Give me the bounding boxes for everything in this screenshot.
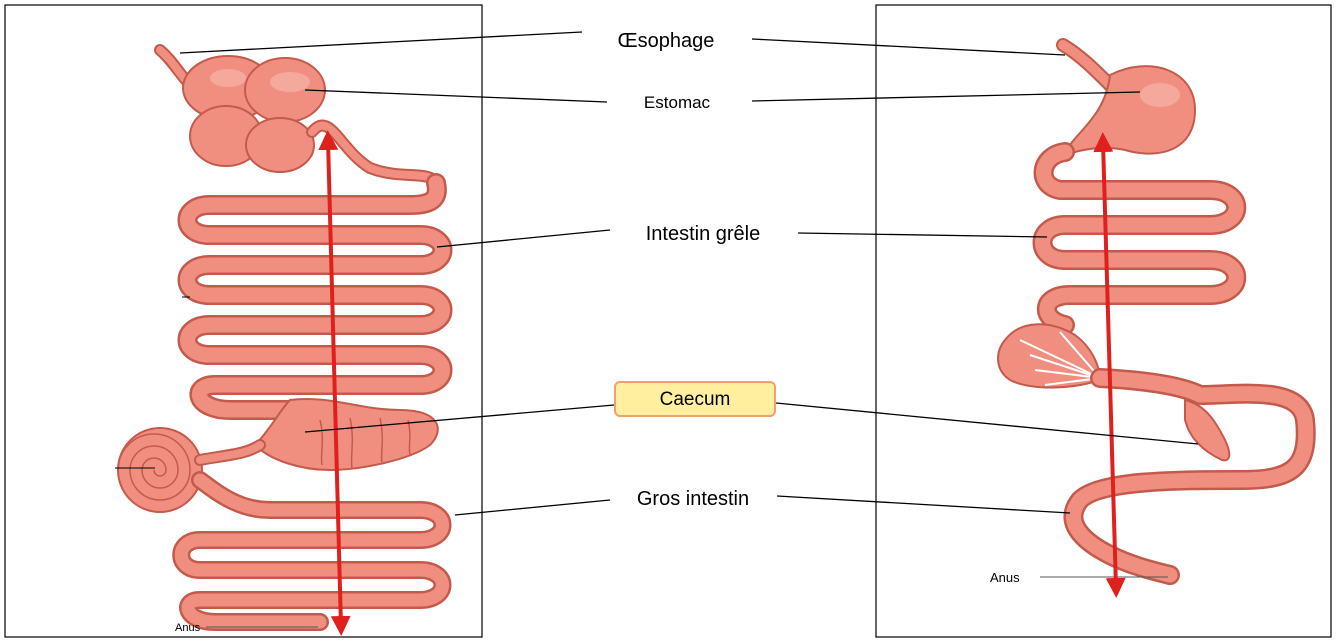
caecum-highlight-box: Caecum — [615, 382, 775, 416]
anus-label-right: Anus — [990, 570, 1020, 585]
label-gros-intestin: Gros intestin — [637, 488, 749, 510]
label-estomac: Estomac — [644, 93, 711, 112]
left-stomach — [183, 56, 325, 172]
anus-label-left: Anus — [175, 622, 201, 634]
label-intestin-grele: Intestin grêle — [646, 223, 761, 245]
label-oesophage: Œsophage — [618, 30, 715, 52]
label-caecum: Caecum — [660, 389, 731, 410]
